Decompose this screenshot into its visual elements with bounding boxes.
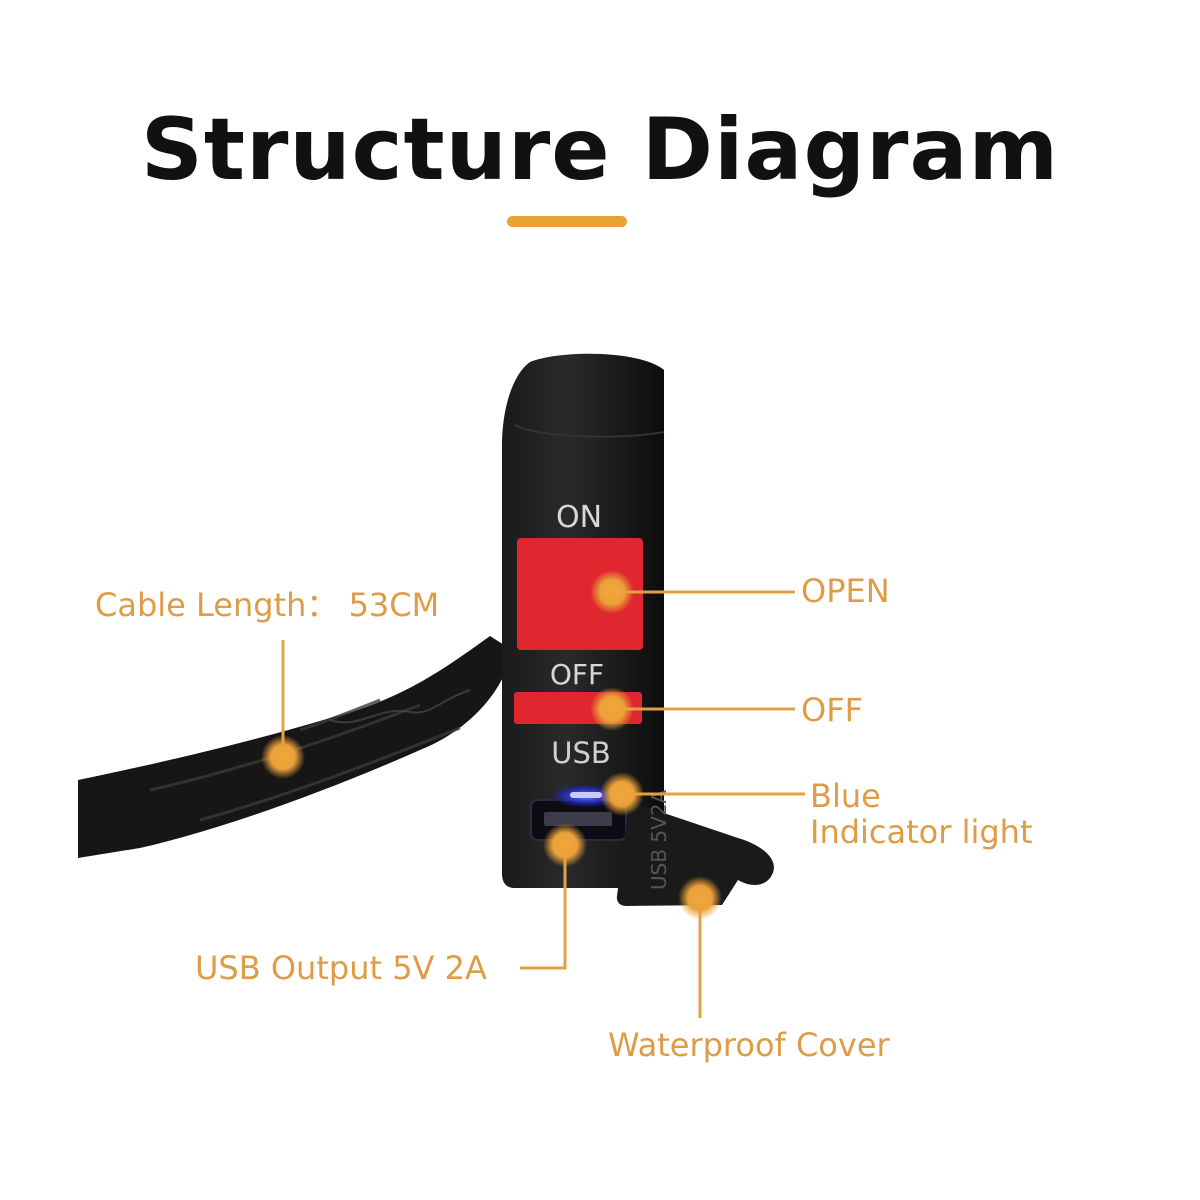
on-switch-button[interactable] [517,538,643,650]
callout-dots [261,570,722,920]
cable-dot [261,735,305,779]
device-on-text: ON [556,500,602,535]
page-title: Structure Diagram [140,100,1060,200]
usb-output-label: USB Output 5V 2A [195,949,487,987]
blue-light-dot [600,772,644,816]
device-off-text: OFF [550,658,604,691]
waterproof-cover[interactable] [616,804,774,906]
usb-output-dot [543,823,587,867]
cover-dot [678,876,722,920]
cable-length-label: Cable Length： 53CM [95,586,440,624]
blue-indicator-label-line2: Indicator light [810,813,1033,851]
waterproof-cover-label: Waterproof Cover [608,1026,890,1064]
blue-indicator-label: Blue Indicator light [810,778,1033,850]
title-underline [507,216,627,227]
blue-indicator-label-line1: Blue [810,777,881,815]
open-dot [590,570,634,614]
off-label: OFF [801,691,863,729]
off-dot [590,687,634,731]
open-label: OPEN [801,572,890,610]
cover-engraving: USB 5V2A [647,789,671,890]
device-usb-text: USB [551,736,611,770]
